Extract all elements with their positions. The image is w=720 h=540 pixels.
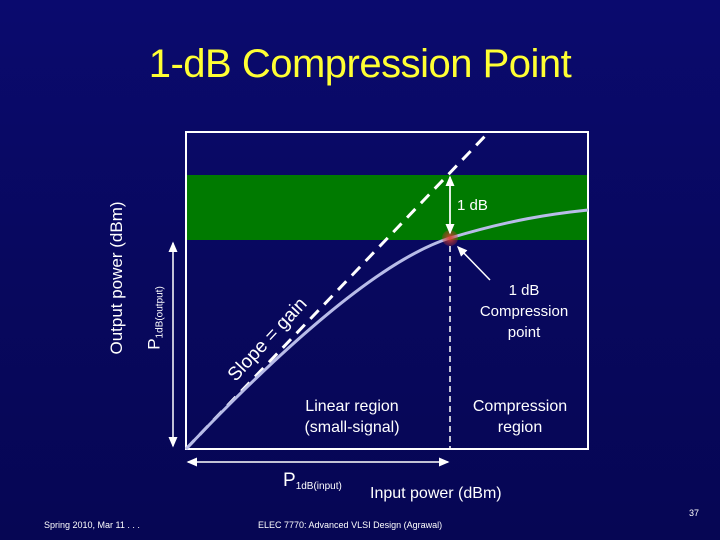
cp-line1: 1 dB: [508, 282, 540, 299]
output-curve: [184, 208, 589, 451]
compression-point-pointer: [456, 245, 491, 281]
p1db-output-main: P: [144, 338, 164, 350]
slide-title: 1-dB Compression Point: [148, 42, 572, 86]
compression-region-label: Compression region: [460, 396, 580, 438]
footer-date: Spring 2010, Mar 11 . . .: [44, 520, 140, 530]
p1db-input-sub: 1dB(input): [295, 481, 342, 492]
comp-line1: Compression: [472, 398, 568, 415]
lin-line2: (small-signal): [304, 419, 400, 436]
cp-line3: point: [507, 324, 541, 341]
x-axis-label: Input power (dBm): [370, 485, 502, 502]
p1db-input-label: P1dB(input): [283, 470, 342, 492]
y-axis-label: Output power (dBm): [107, 201, 126, 355]
lin-line1: Linear region: [305, 398, 399, 415]
comp-line2: region: [497, 419, 543, 436]
footer-course: ELEC 7770: Advanced VLSI Design (Agrawal…: [258, 520, 443, 530]
one-db-band: [186, 175, 588, 240]
cp-line2: Compression: [479, 303, 569, 320]
p1db-input-main: P: [283, 470, 296, 491]
p1db-output-label: P1dB(output): [145, 286, 166, 350]
p1db-output-sub: 1dB(output): [154, 286, 166, 339]
page-number: 37: [689, 508, 700, 518]
plot-frame: [185, 131, 589, 450]
linear-extrapolation-line: [184, 132, 489, 451]
one-db-label: 1 dB: [457, 197, 488, 214]
linear-region-label: Linear region (small-signal): [282, 396, 422, 438]
compression-point-label: 1 dB Compression point: [464, 280, 584, 343]
